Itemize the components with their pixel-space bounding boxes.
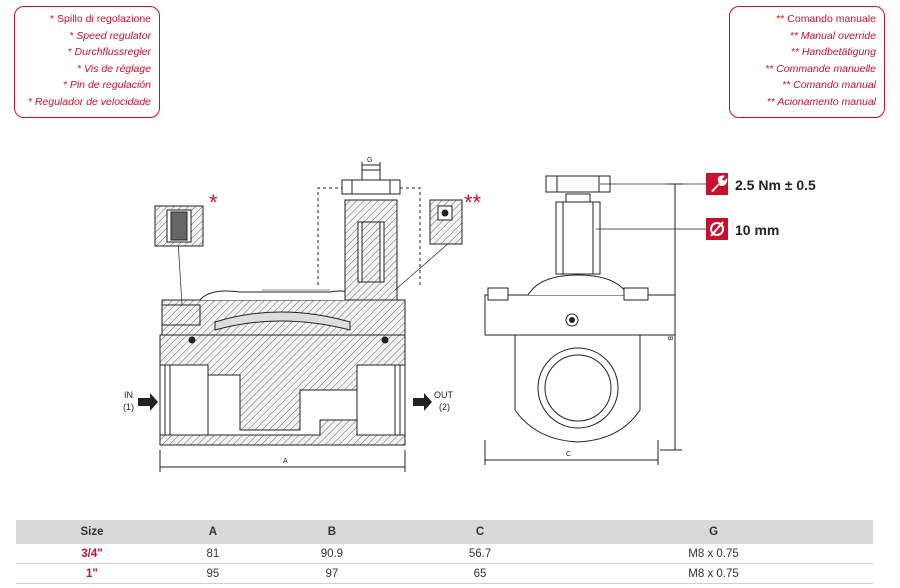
out-label: OUT [434, 390, 454, 400]
in-label: IN [124, 390, 133, 400]
manual-override-detail [429, 199, 463, 245]
out-arrow-icon [413, 393, 432, 411]
legend-line: * Vis de réglage [77, 62, 151, 75]
header-c: C [405, 520, 555, 544]
wrench-icon [706, 173, 728, 195]
legend-line: ** Comando manuale [776, 13, 876, 25]
cell-c: 56.7 [405, 544, 555, 564]
valve-technical-drawing: * ** IN (1) OUT (2) G A C B [0, 140, 900, 480]
out-port-number: (2) [439, 402, 450, 412]
legend-line: * Regulador de velocidade [27, 95, 151, 108]
cell-size: 3/4" [16, 544, 168, 564]
legend-line: ** Acionamento manual [766, 95, 876, 108]
legend-line: * Durchflussregler [67, 46, 151, 59]
table-row: 1" 95 97 65 M8 x 0.75 [16, 563, 873, 584]
cell-b: 97 [257, 563, 406, 584]
manual-override-marker: ** [464, 190, 482, 215]
diameter-spec: 10 mm [735, 222, 779, 238]
cell-a: 95 [167, 563, 258, 584]
cell-c: 65 [405, 563, 555, 584]
dimension-b-label: B [666, 336, 673, 341]
side-view [484, 175, 706, 465]
legend-line: ** Comando manual [782, 79, 876, 92]
legend-line: * Speed regulator [69, 29, 151, 42]
header-g: G [554, 520, 873, 544]
table-row: 3/4" 81 90.9 56.7 M8 x 0.75 [16, 544, 873, 564]
legend-line: * Spillo di regolazione [50, 13, 151, 25]
dimension-a-label: A [283, 458, 288, 465]
speed-regulator-marker: * [209, 190, 218, 215]
torque-spec: 2.5 Nm ± 0.5 [735, 177, 816, 193]
cell-g: M8 x 0.75 [554, 563, 873, 584]
dimension-c-label: C [566, 451, 571, 458]
speed-regulator-legend: * Spillo di regolazione * Speed regulato… [14, 6, 160, 118]
legend-line: ** Handbetätigung [790, 46, 876, 59]
legend-line: ** Manual override [789, 29, 876, 42]
cell-a: 81 [167, 544, 258, 564]
header-size: Size [16, 520, 168, 544]
cell-b: 90.9 [257, 544, 406, 564]
in-port-number: (1) [123, 402, 134, 412]
legend-line: ** Commande manuelle [765, 62, 876, 75]
header-a: A [167, 520, 258, 544]
speed-regulator-detail [154, 205, 204, 247]
in-arrow-icon [138, 393, 158, 411]
header-b: B [257, 520, 406, 544]
legend-line: * Pin de regulación [62, 79, 151, 92]
dimensions-table: Size A B C G 3/4" 81 90.9 56.7 M8 x 0.75… [16, 520, 873, 584]
section-view [159, 162, 451, 472]
diameter-icon [706, 218, 728, 240]
cell-g: M8 x 0.75 [554, 544, 873, 564]
manual-override-legend: ** Comando manuale ** Manual override **… [729, 6, 885, 118]
dimension-g-label: G [367, 157, 372, 164]
table-header-row: Size A B C G [16, 520, 873, 544]
cell-size: 1" [16, 563, 168, 584]
